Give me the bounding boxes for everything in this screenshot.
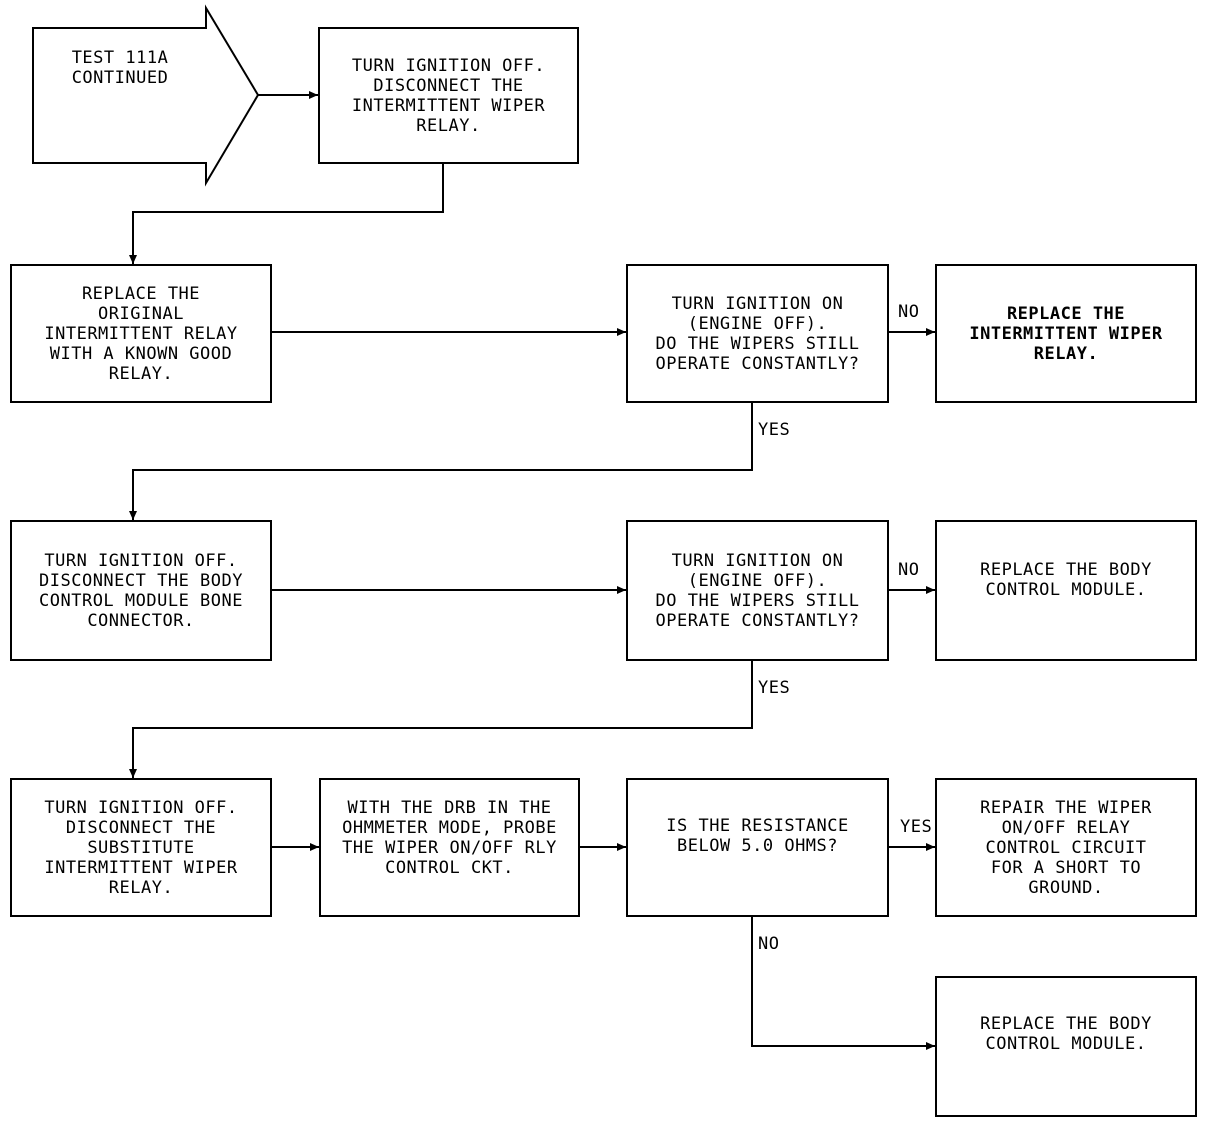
yes-label-2: YES: [758, 678, 791, 698]
connector-resistance-no: [751, 916, 935, 1050]
probe-circuit-text: WITH THE DRB IN THE OHMMETER MODE, PROBE…: [342, 798, 557, 878]
disconnect-substitute-relay-box: TURN IGNITION OFF. DISCONNECT THE SUBSTI…: [10, 778, 272, 917]
replace-bcm-2-text: REPLACE THE BODY CONTROL MODULE.: [980, 1014, 1152, 1054]
no-label-2: NO: [898, 560, 920, 580]
replace-original-relay-text: REPLACE THE ORIGINAL INTERMITTENT RELAY …: [44, 283, 238, 384]
ignition-check-2-box: TURN IGNITION ON (ENGINE OFF). DO THE WI…: [626, 520, 889, 661]
replace-bcm-2-box: REPLACE THE BODY CONTROL MODULE.: [935, 976, 1197, 1117]
replace-wiper-relay-text: REPLACE THE INTERMITTENT WIPER RELAY.: [969, 303, 1163, 364]
disconnect-bcm-box: TURN IGNITION OFF. DISCONNECT THE BODY C…: [10, 520, 272, 661]
connector-disconnect-to-replace: [129, 163, 444, 264]
yes-label-1: YES: [758, 420, 791, 440]
connector-check2-yes: [129, 660, 753, 778]
disconnect-relay-text: TURN IGNITION OFF. DISCONNECT THE INTERM…: [351, 55, 546, 136]
repair-circuit-text: REPAIR THE WIPER ON/OFF RELAY CONTROL CI…: [980, 797, 1152, 898]
yes-label-3: YES: [900, 817, 933, 837]
start-label: TEST 111A CONTINUED: [71, 48, 169, 88]
resistance-check-text: IS THE RESISTANCE BELOW 5.0 OHMS?: [666, 816, 849, 856]
repair-circuit-box: REPAIR THE WIPER ON/OFF RELAY CONTROL CI…: [935, 778, 1197, 917]
disconnect-relay-box: TURN IGNITION OFF. DISCONNECT THE INTERM…: [318, 27, 579, 164]
replace-bcm-1-box: REPLACE THE BODY CONTROL MODULE.: [935, 520, 1197, 661]
replace-bcm-1-text: REPLACE THE BODY CONTROL MODULE.: [980, 560, 1152, 600]
disconnect-bcm-text: TURN IGNITION OFF. DISCONNECT THE BODY C…: [39, 550, 243, 631]
probe-circuit-box: WITH THE DRB IN THE OHMMETER MODE, PROBE…: [319, 778, 580, 917]
replace-wiper-relay-box: REPLACE THE INTERMITTENT WIPER RELAY.: [935, 264, 1197, 403]
connector-check1-yes: [129, 402, 753, 520]
disconnect-substitute-relay-text: TURN IGNITION OFF. DISCONNECT THE SUBSTI…: [44, 797, 238, 898]
ignition-check-1-text: TURN IGNITION ON (ENGINE OFF). DO THE WI…: [655, 293, 860, 374]
start-arrow-shape: [32, 4, 260, 187]
no-label-3: NO: [758, 934, 780, 954]
replace-original-relay-box: REPLACE THE ORIGINAL INTERMITTENT RELAY …: [10, 264, 272, 403]
resistance-check-box: IS THE RESISTANCE BELOW 5.0 OHMS?: [626, 778, 889, 917]
no-label-1: NO: [898, 302, 920, 322]
ignition-check-1-box: TURN IGNITION ON (ENGINE OFF). DO THE WI…: [626, 264, 889, 403]
ignition-check-2-text: TURN IGNITION ON (ENGINE OFF). DO THE WI…: [655, 550, 860, 631]
